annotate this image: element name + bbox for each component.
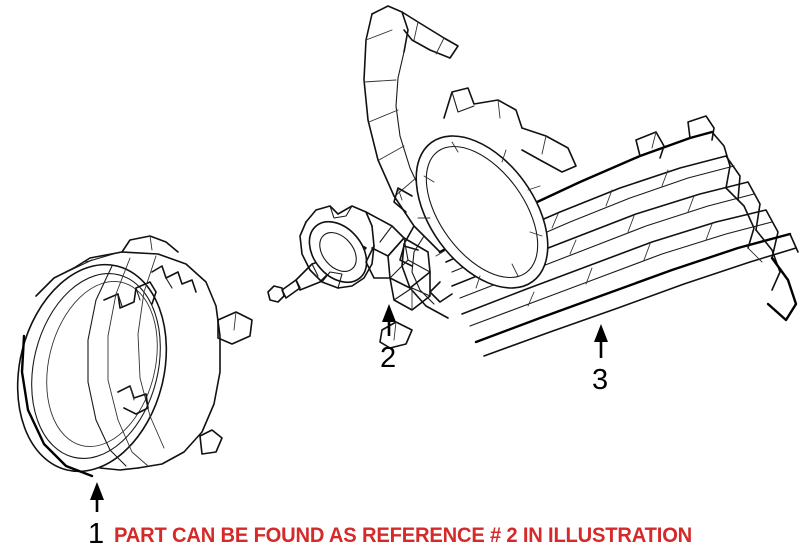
- callout-arrow-1: [90, 482, 104, 512]
- callout-arrows: [90, 304, 608, 512]
- reference-note: PART CAN BE FOUND AS REFERENCE # 2 IN IL…: [114, 524, 693, 547]
- fog-lamp-assembly-group: [16, 235, 253, 478]
- bulb-group: [267, 205, 431, 311]
- callout-arrow-3: [594, 324, 608, 358]
- grille-lamp-opening: [415, 135, 549, 289]
- callout-number-2: 2: [380, 342, 397, 374]
- callout-number-1: 1: [88, 518, 105, 550]
- callout-arrow-2: [382, 304, 396, 336]
- grille-panel-group: [363, 5, 799, 357]
- callout-number-3: 3: [592, 364, 609, 396]
